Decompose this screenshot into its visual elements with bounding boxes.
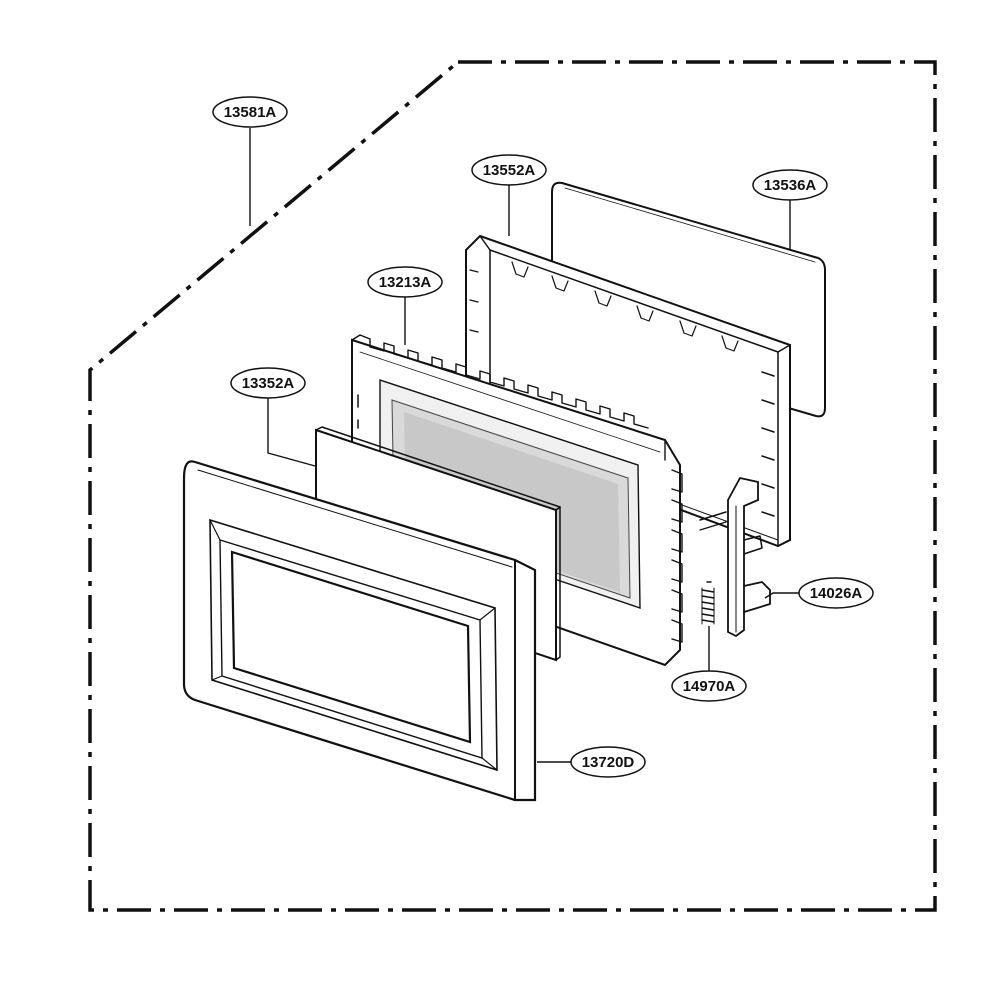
callout-13552A: 13552A bbox=[471, 154, 547, 186]
callout-label: 13213A bbox=[379, 274, 432, 291]
callout-13536A: 13536A bbox=[752, 169, 828, 201]
callout-13720D: 13720D bbox=[570, 746, 646, 778]
callout-14026A: 14026A bbox=[798, 577, 874, 609]
choke-cover-part bbox=[465, 234, 791, 548]
latch-spring-part bbox=[701, 581, 715, 625]
callout-13352A: 13352A bbox=[230, 367, 306, 399]
callout-13581A: 13581A bbox=[212, 96, 288, 128]
callout-label: 13552A bbox=[483, 162, 536, 179]
callout-label: 14026A bbox=[810, 585, 863, 602]
latch-hook-part bbox=[699, 476, 771, 638]
leader-lines bbox=[249, 128, 801, 763]
door-front-frame-part bbox=[182, 460, 537, 802]
callout-13213A: 13213A bbox=[367, 266, 443, 298]
callout-label: 13352A bbox=[242, 375, 295, 392]
callout-14970A: 14970A bbox=[671, 670, 747, 702]
callout-label: 13536A bbox=[764, 177, 817, 194]
callout-label: 13581A bbox=[224, 104, 277, 121]
callout-label: 13720D bbox=[582, 754, 635, 771]
callout-label: 14970A bbox=[683, 678, 736, 695]
